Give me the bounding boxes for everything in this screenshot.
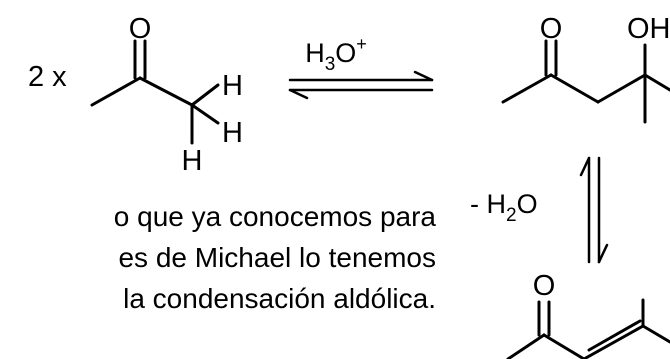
- hydrogen-atom: H: [182, 145, 203, 177]
- oxygen-atom: O: [533, 270, 556, 302]
- acetone-structure: 2 x O H H H: [28, 13, 243, 177]
- dehydration-arrow: - H2O: [470, 156, 609, 264]
- catalyst-label: H3O+: [305, 34, 367, 75]
- bond: [641, 324, 670, 344]
- bond: [582, 324, 645, 359]
- caption-text: o que ya conocemos para es de Michael lo…: [0, 196, 436, 319]
- up-arrow-head: [579, 156, 591, 177]
- oxygen-atom: O: [540, 13, 563, 45]
- bond: [90, 76, 142, 107]
- bond: [643, 73, 670, 92]
- multiplier-label: 2 x: [28, 61, 67, 93]
- bond: [138, 76, 194, 107]
- bond: [596, 73, 647, 104]
- forward-arrow-head: [413, 70, 434, 82]
- down-arrow-head: [597, 243, 609, 264]
- aldol-product-structure: O OH: [501, 13, 670, 124]
- hydroxyl-group: OH: [627, 13, 670, 45]
- bond: [190, 83, 220, 107]
- bond: [190, 103, 220, 125]
- enone-product-structure: O: [506, 270, 670, 359]
- caption-line: es de Michael lo tenemos: [118, 242, 436, 273]
- hydrogen-atom: H: [222, 117, 243, 149]
- equilibrium-arrow: H3O+: [288, 34, 434, 100]
- reverse-arrow-head: [288, 88, 309, 100]
- caption-line: la condensación aldólica.: [123, 283, 436, 314]
- hydrogen-atom: H: [222, 70, 243, 102]
- dehydration-label: - H2O: [470, 189, 538, 226]
- bond: [506, 333, 546, 359]
- bond: [501, 73, 553, 104]
- bond: [587, 319, 642, 352]
- oxygen-atom: O: [129, 13, 152, 45]
- caption-line: o que ya conocemos para: [113, 201, 436, 232]
- bond: [542, 333, 586, 359]
- bond: [549, 73, 600, 104]
